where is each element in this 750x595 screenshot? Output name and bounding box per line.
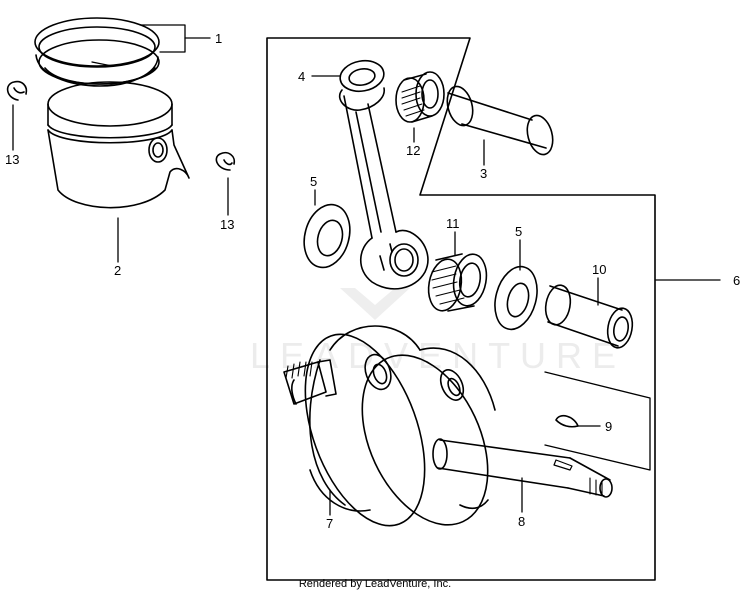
piston	[47, 81, 190, 209]
key-boundary	[544, 371, 651, 471]
crank-pin	[446, 85, 554, 156]
callout-labels: 1 2 3 4 5 5 6 7 8 9 10 11 12 13 13	[5, 31, 740, 531]
callout-12: 12	[406, 143, 420, 158]
callout-4: 4	[298, 69, 305, 84]
piston-rings	[34, 17, 160, 87]
callout-9: 9	[605, 419, 612, 434]
callout-1: 1	[215, 31, 222, 46]
thrust-washer-upper	[303, 203, 351, 269]
leader-lines	[12, 24, 721, 516]
callout-3: 3	[480, 166, 487, 181]
footer-credit: Rendered by LeadVenture, Inc.	[298, 578, 452, 590]
callout-8: 8	[518, 514, 525, 529]
callout-10: 10	[592, 262, 606, 277]
connecting-rod	[338, 59, 429, 290]
callout-13b: 13	[220, 217, 234, 232]
callout-7: 7	[326, 516, 333, 531]
callout-2: 2	[114, 263, 121, 278]
needle-bearing-big-end	[427, 253, 488, 312]
needle-bearing-small-end	[395, 71, 445, 123]
callout-6: 6	[733, 273, 740, 288]
callout-5b: 5	[515, 224, 522, 239]
callout-13a: 13	[5, 152, 19, 167]
callout-11: 11	[446, 216, 460, 231]
crankshaft-right	[361, 347, 613, 526]
assembly-boundary	[266, 37, 656, 581]
bushing	[544, 284, 634, 349]
crankshaft-left	[283, 325, 426, 527]
thrust-washer-lower	[494, 265, 538, 331]
circlip-left	[6, 80, 28, 101]
callout-5a: 5	[310, 174, 317, 189]
circlip-right	[215, 151, 236, 171]
woodruff-key	[555, 414, 579, 428]
